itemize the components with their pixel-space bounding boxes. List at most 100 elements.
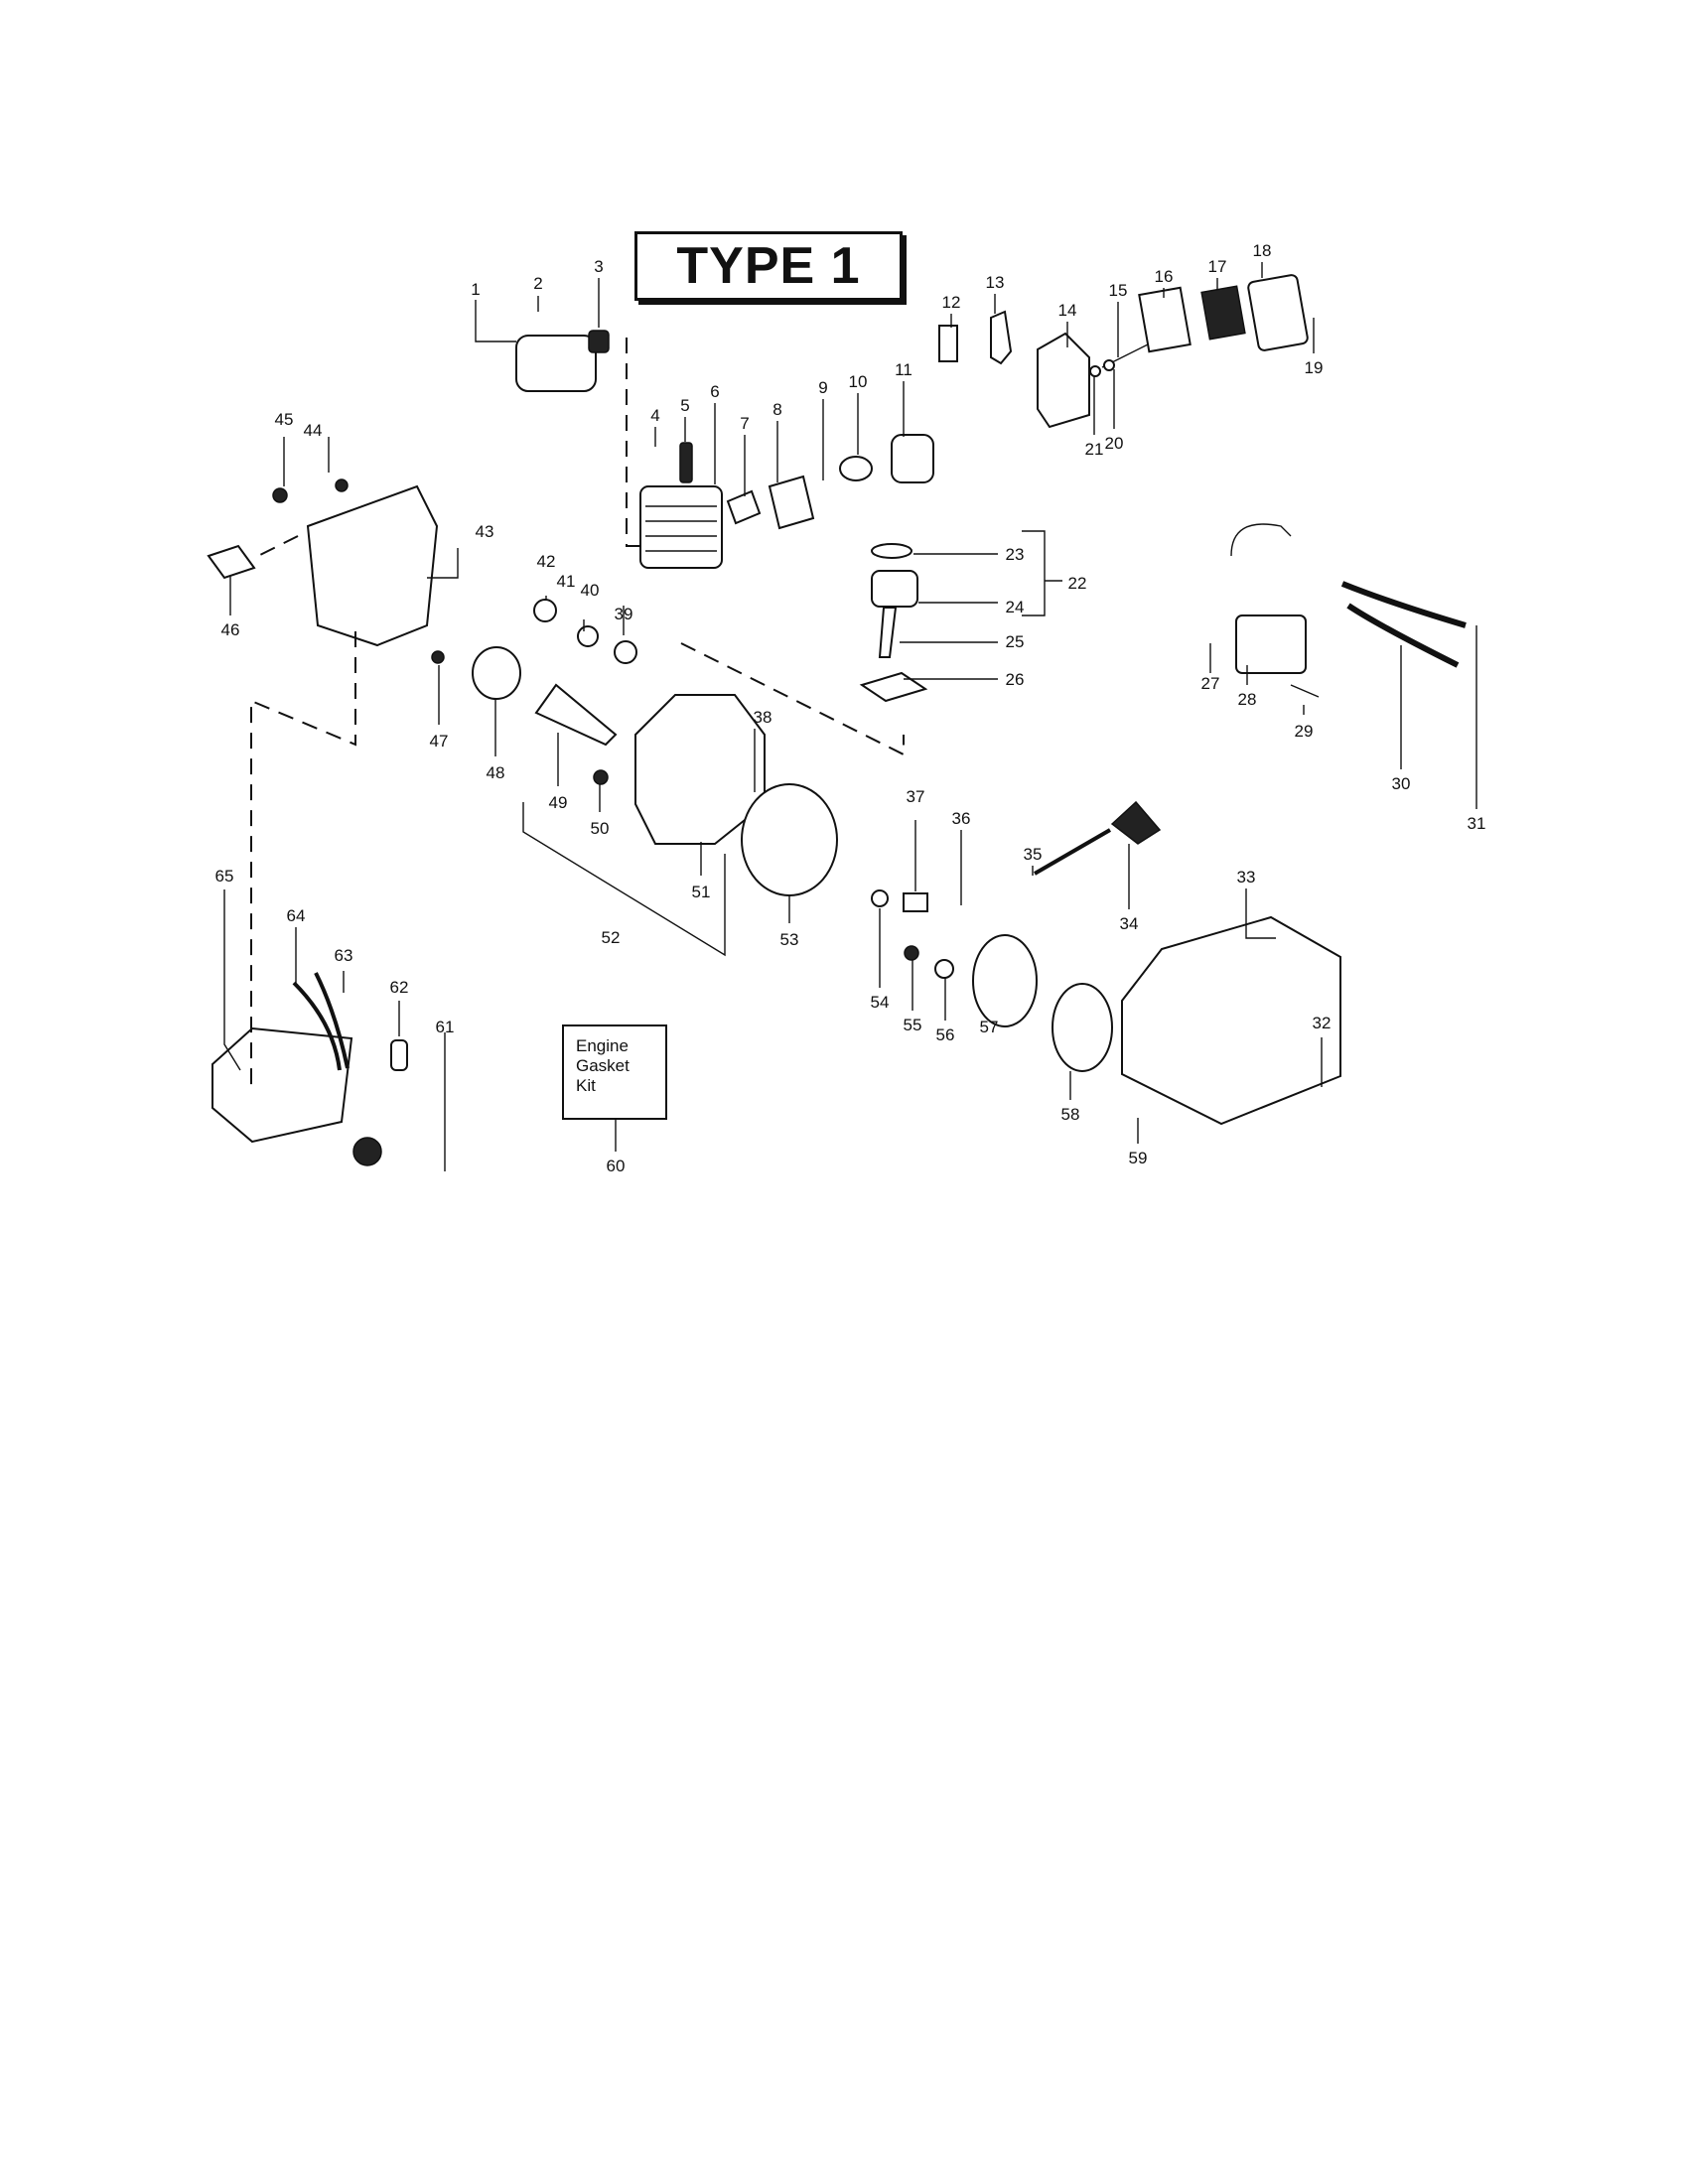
callout-54: 54 [871, 993, 890, 1012]
fuel-tank-part [211, 1026, 353, 1144]
engine-shroud-part [306, 484, 439, 647]
callout-42: 42 [537, 552, 556, 571]
cylinder-part [639, 485, 723, 569]
callout-48: 48 [487, 763, 505, 782]
callout-22: 22 [1068, 574, 1087, 593]
callout-65: 65 [215, 867, 234, 886]
callout-37: 37 [907, 787, 925, 806]
assembly-dashed-lines [250, 338, 905, 1092]
callout-57: 57 [980, 1018, 999, 1036]
flywheel-part [741, 783, 838, 896]
callout-38: 38 [754, 708, 772, 727]
plate-part [768, 475, 815, 530]
callout-18: 18 [1253, 241, 1272, 260]
carburetor-part [891, 434, 934, 483]
starter-pulley-part [972, 934, 1038, 1027]
callout-10: 10 [849, 372, 868, 391]
callout-20: 20 [1105, 434, 1124, 453]
callout-29: 29 [1295, 722, 1314, 741]
kit-label-line-3: Kit [576, 1076, 596, 1095]
recoil-spring-part [1052, 983, 1113, 1072]
engine-gasket-kit-box: Engine Gasket Kit [562, 1024, 667, 1120]
air-filter-part [1200, 285, 1246, 341]
callout-25: 25 [1006, 632, 1025, 651]
spacer-part [839, 456, 873, 481]
lever-part [990, 310, 1013, 365]
callout-4: 4 [650, 406, 659, 425]
callout-61: 61 [436, 1018, 455, 1036]
callout-23: 23 [1006, 545, 1025, 564]
callout-43: 43 [476, 522, 494, 541]
callout-28: 28 [1238, 690, 1257, 709]
starter-handle-part [1110, 800, 1162, 845]
kit-label-line-1: Engine [576, 1036, 629, 1055]
callout-13: 13 [986, 273, 1005, 292]
callout-leader-lines [223, 262, 1477, 1171]
callout-47: 47 [430, 732, 449, 751]
callout-58: 58 [1061, 1105, 1080, 1124]
engine-cover-part [1121, 915, 1341, 1126]
clip-part [207, 544, 256, 580]
callout-2: 2 [533, 274, 542, 293]
callout-46: 46 [221, 620, 240, 639]
callout-39: 39 [615, 605, 633, 623]
air-filter-base-part [1037, 332, 1090, 429]
callout-6: 6 [710, 382, 719, 401]
callout-21: 21 [1085, 440, 1104, 459]
fuel-cap-part [352, 1137, 382, 1166]
callout-52: 52 [602, 928, 621, 947]
callout-8: 8 [772, 400, 781, 419]
muffler-cover-part [515, 335, 597, 392]
filter-grid-part [1138, 286, 1192, 353]
callout-64: 64 [287, 906, 306, 925]
callout-11: 11 [895, 360, 912, 379]
callout-35: 35 [1024, 845, 1043, 864]
callout-55: 55 [904, 1016, 922, 1034]
callout-56: 56 [936, 1025, 955, 1044]
callout-63: 63 [335, 946, 353, 965]
callout-53: 53 [780, 930, 799, 949]
piston-part [871, 570, 918, 608]
fuel-line-part [1346, 603, 1460, 668]
gasket-part [726, 489, 762, 525]
callout-1: 1 [471, 280, 480, 299]
callout-19: 19 [1305, 358, 1324, 377]
part-drawings [207, 274, 1467, 1166]
callout-27: 27 [1201, 674, 1220, 693]
callout-16: 16 [1155, 267, 1174, 286]
spark-plug-part [679, 442, 693, 483]
crankshaft-part [534, 683, 618, 747]
diagram-title: TYPE 1 [676, 237, 861, 295]
ignition-module-part [1235, 614, 1307, 674]
callout-34: 34 [1120, 914, 1139, 933]
callout-44: 44 [304, 421, 323, 440]
bearing-part [533, 599, 557, 622]
callout-17: 17 [1208, 257, 1227, 276]
callout-24: 24 [1006, 598, 1025, 616]
spring-part [588, 330, 610, 353]
callout-45: 45 [275, 410, 294, 429]
callout-62: 62 [390, 978, 409, 997]
callout-30: 30 [1392, 774, 1411, 793]
callout-49: 49 [549, 793, 568, 812]
callout-3: 3 [594, 257, 603, 276]
callout-32: 32 [1313, 1014, 1332, 1032]
callout-14: 14 [1058, 301, 1077, 320]
callout-33: 33 [1237, 868, 1256, 887]
callout-31: 31 [1468, 814, 1486, 833]
callout-40: 40 [581, 581, 600, 600]
kit-label-line-2: Gasket [576, 1056, 630, 1075]
fuel-filter-part [390, 1039, 408, 1071]
callout-50: 50 [591, 819, 610, 838]
callout-51: 51 [692, 883, 711, 901]
callout-15: 15 [1109, 281, 1128, 300]
callout-26: 26 [1006, 670, 1025, 689]
callout-41: 41 [557, 572, 576, 591]
callout-7: 7 [740, 414, 749, 433]
filter-cover-part [1247, 274, 1309, 351]
callout-12: 12 [942, 293, 961, 312]
callout-36: 36 [952, 809, 971, 828]
bearing-washer-part [859, 671, 928, 703]
